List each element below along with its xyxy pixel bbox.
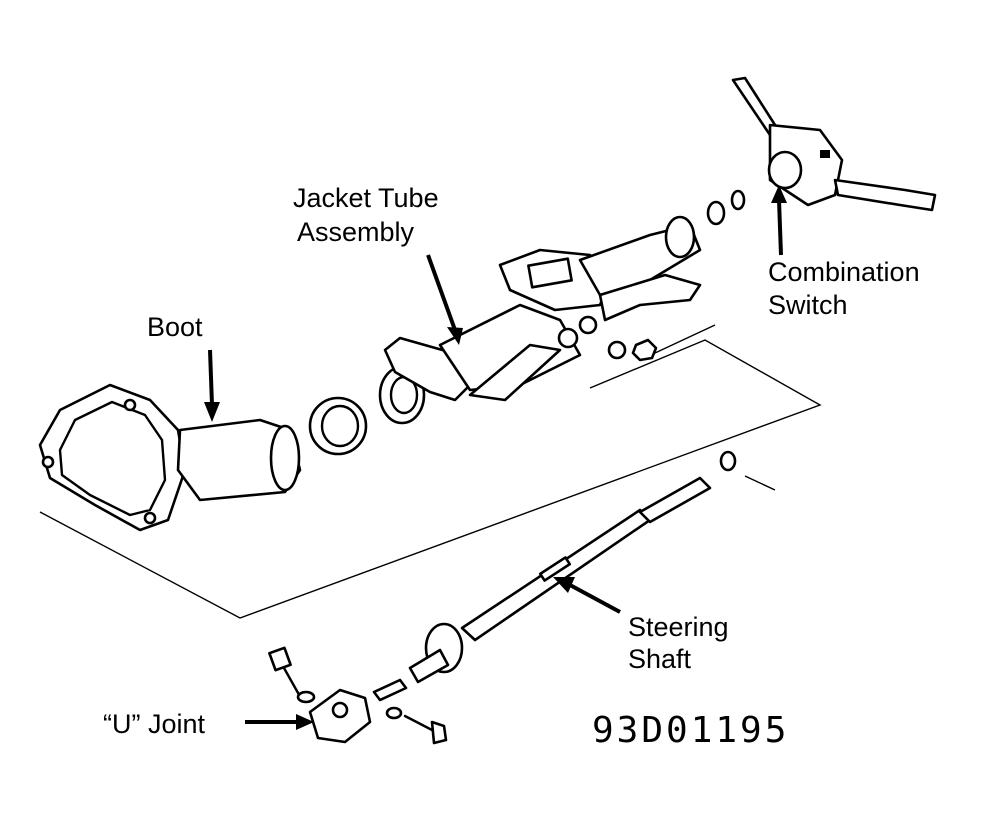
boot-label: Boot: [147, 312, 203, 342]
u-joint-bolt-side: [385, 706, 448, 745]
boot-arrow: [204, 349, 220, 422]
u-joint: [308, 678, 408, 744]
boot-clamp: [308, 396, 368, 456]
combination-switch-label-line2: Switch: [768, 290, 848, 320]
reference-outline: [39, 339, 822, 619]
shaft-washer: [719, 450, 737, 472]
combination-switch-arrow: [771, 185, 787, 256]
jacket-tube-label-line2: Assembly: [297, 217, 415, 247]
u-joint-arrow: [245, 714, 314, 730]
figure-code: 93D01195: [592, 710, 789, 751]
u-joint-bolt-top: [268, 646, 316, 704]
jacket-tube-label-line1: Jacket Tube: [293, 183, 439, 213]
combination-switch: [731, 76, 937, 212]
jacket-tube-assembly: [383, 215, 702, 402]
steering-shaft: [408, 476, 712, 684]
steering-shaft-label-line2: Shaft: [628, 644, 692, 674]
washer-leader-line: [744, 475, 776, 491]
steering-shaft-label-line1: Steering: [628, 612, 729, 642]
mounting-nut: [607, 338, 658, 362]
boot: [38, 383, 302, 532]
jacket-tube-arrow: [426, 254, 463, 345]
switch-washers: [706, 189, 746, 226]
combination-switch-label-line1: Combination: [768, 257, 920, 287]
u-joint-label: “U” Joint: [103, 709, 206, 739]
steering-shaft-arrow: [553, 577, 621, 614]
